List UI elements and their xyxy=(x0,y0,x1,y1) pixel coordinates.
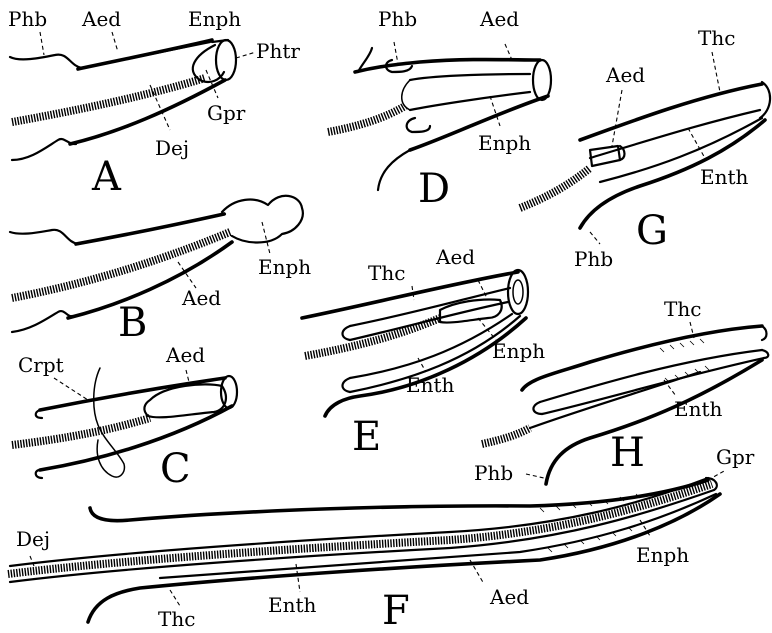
figure-a-ductus-ejaculatorius xyxy=(12,78,205,122)
figure-f-label-aed: Aed xyxy=(489,585,529,609)
figure-e-theca-opening xyxy=(508,270,528,314)
figure-g-phb-leader xyxy=(590,232,600,244)
figure-e-label-enph: Enph xyxy=(492,339,545,363)
figure-d-phb-leader xyxy=(394,42,398,64)
figure-d-opening xyxy=(533,60,551,100)
figure-d-phallobase-loops xyxy=(386,60,430,132)
figure-d-enph-leader xyxy=(490,96,500,126)
figure-e-label-thc: Thc xyxy=(368,261,405,285)
figure-a-aedeagus-lower-wall xyxy=(70,80,225,144)
figure-a-phallobase-lower xyxy=(12,139,76,160)
figure-e-letter: E xyxy=(352,414,381,460)
figure-f-thc-leader xyxy=(170,590,180,606)
figure-d: Phb Aed Enph D xyxy=(328,7,551,212)
figure-c-crpt-leader xyxy=(54,378,88,400)
figure-f-label-enph: Enph xyxy=(636,543,689,567)
figure-a-letter: A xyxy=(91,154,122,200)
figure-b-label-enph: Enph xyxy=(258,255,311,279)
figure-d-label-enph: Enph xyxy=(478,131,531,155)
figure-g-ductus-ejaculatorius xyxy=(520,168,590,208)
figure-h-endotheca-walls xyxy=(540,350,764,414)
figure-h-label-thc: Thc xyxy=(664,297,701,321)
figure-d-label-aed: Aed xyxy=(479,7,519,31)
figure-g-thc-leader xyxy=(712,52,720,92)
figure-d-label-phb: Phb xyxy=(378,7,417,31)
figure-b: Enph Aed B xyxy=(10,196,311,346)
figure-g: Aed Thc Enth Phb G xyxy=(520,26,770,271)
figure-c-letter: C xyxy=(160,446,191,492)
figure-e-aedeagus-opening xyxy=(513,280,523,304)
figure-b-endophallus-everted xyxy=(222,196,303,243)
figure-g-aed-leader xyxy=(612,90,622,146)
figure-h-letter: H xyxy=(610,430,645,476)
figure-d-endophallus-fold xyxy=(402,80,410,110)
figure-e-lower-fold xyxy=(343,378,351,392)
figure-g-enth-leader xyxy=(688,128,706,160)
figure-d-upper-wall xyxy=(355,60,540,73)
figure-f-label-dej: Dej xyxy=(16,527,50,551)
figure-e-aed-leader xyxy=(478,280,488,300)
figure-a-aed-leader xyxy=(112,32,118,52)
figure-a: Phb Aed Enph Phtr Gpr Dej A xyxy=(8,7,300,200)
figure-a-label-enph: Enph xyxy=(188,7,241,31)
figure-d-aed-leader xyxy=(505,44,512,60)
figure-e-label-aed: Aed xyxy=(435,245,475,269)
figure-c-aedeagus-opening xyxy=(221,376,237,408)
figure-e: Thc Aed Enph Enth E xyxy=(302,245,545,460)
figure-d-phallobase-lower xyxy=(378,150,410,190)
figure-a-phb-leader xyxy=(40,32,44,55)
figure-b-label-aed: Aed xyxy=(181,286,221,310)
figure-b-enph-leader xyxy=(262,222,270,254)
figure-g-label-aed: Aed xyxy=(605,63,645,87)
figure-f-label-gpr: Gpr xyxy=(716,445,755,469)
figure-c: Crpt Aed C xyxy=(12,343,237,492)
figure-e-label-enth: Enth xyxy=(406,373,455,397)
figure-a-phtr-leader xyxy=(236,52,256,58)
figure-h-theca-tip xyxy=(762,326,767,340)
figure-a-label-phtr: Phtr xyxy=(256,39,300,63)
figure-f-letter: F xyxy=(382,588,410,633)
figure-a-aedeagus-opening xyxy=(216,40,236,80)
figure-e-endotheca-fold xyxy=(343,326,351,340)
figure-g-label-enth: Enth xyxy=(700,165,749,189)
figure-d-endophallus-walls xyxy=(410,74,530,110)
figure-g-theca-opening xyxy=(760,82,770,118)
figure-h-endotheca-ends xyxy=(533,350,768,414)
figure-f-ductus-ejaculatorius xyxy=(8,484,712,574)
figure-h-label-enth: Enth xyxy=(674,397,723,421)
figure-a-label-aed: Aed xyxy=(81,7,121,31)
figure-a-label-phb: Phb xyxy=(8,7,47,31)
figure-e-theca-lower-wall xyxy=(325,318,526,416)
figure-c-label-crpt: Crpt xyxy=(18,353,64,377)
figure-c-ductus-ejaculatorius xyxy=(12,418,150,445)
figure-g-label-thc: Thc xyxy=(698,26,735,50)
figure-b-letter: B xyxy=(118,300,147,346)
figure-f-label-thc: Thc xyxy=(158,607,195,631)
figure-h-ductus-ejaculatorius xyxy=(482,428,530,444)
figure-b-phallobase-upper xyxy=(10,214,225,244)
figure-d-letter: D xyxy=(418,166,450,212)
figure-h-label-phb: Phb xyxy=(474,461,513,485)
figure-a-label-gpr: Gpr xyxy=(207,101,246,125)
figure-f-gpr-leader xyxy=(708,470,726,480)
figure-g-letter: G xyxy=(636,208,668,254)
figure-a-aedeagus-upper-wall xyxy=(78,40,212,69)
figure-d-ductus-ejaculatorius xyxy=(328,106,405,132)
figure-h-phb-leader xyxy=(526,474,544,478)
figure-a-label-dej: Dej xyxy=(155,136,189,160)
figure-f-label-enth: Enth xyxy=(268,593,317,617)
figure-a-rim-top xyxy=(212,40,228,42)
figure-b-phallobase-lower xyxy=(12,311,72,332)
figure-c-label-aed: Aed xyxy=(165,343,205,367)
figure-c-aedeagus-upper-wall xyxy=(40,378,225,410)
figure-g-label-phb: Phb xyxy=(574,247,613,271)
figure-e-enph-leader xyxy=(478,318,496,340)
